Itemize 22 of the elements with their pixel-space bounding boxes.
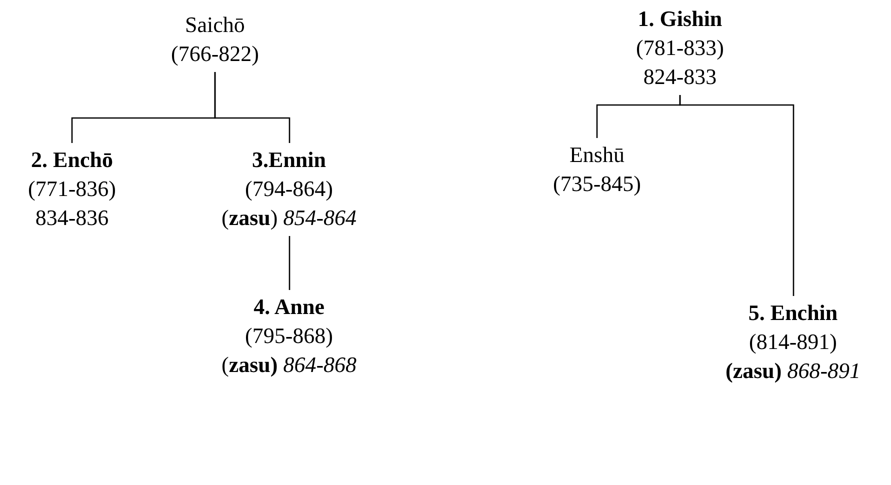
name-heading: 3.Ennin (252, 146, 326, 174)
tenure-dates: (zasu) 854-864 (222, 204, 357, 232)
lineage-line (679, 95, 794, 296)
lifespan-dates: (781-833) (636, 34, 724, 62)
name-heading: 2. Enchō (31, 146, 113, 174)
lifespan-dates: (814-891) (749, 328, 838, 356)
lineage-line (288, 236, 290, 290)
tenure-dates: 824-833 (643, 63, 717, 91)
lineage-line (214, 72, 290, 143)
tenure-dates: (zasu) 868-891 (726, 357, 861, 385)
lifespan-dates: (794-864) (245, 175, 334, 203)
tenure-dates: 834-836 (35, 204, 109, 232)
name-heading: 4. Anne (254, 293, 324, 321)
name-heading: Saichō (185, 11, 245, 39)
name-heading: 1. Gishin (638, 5, 722, 33)
lifespan-dates: (795-868) (245, 322, 334, 350)
lifespan-dates: (771-836) (28, 175, 116, 203)
lifespan-dates: (766-822) (171, 40, 259, 68)
name-heading: Enshū (569, 141, 624, 169)
lifespan-dates: (735-845) (553, 170, 641, 198)
tenure-dates: (zasu) 864-868 (222, 351, 357, 379)
name-heading: 5. Enchin (748, 299, 838, 327)
